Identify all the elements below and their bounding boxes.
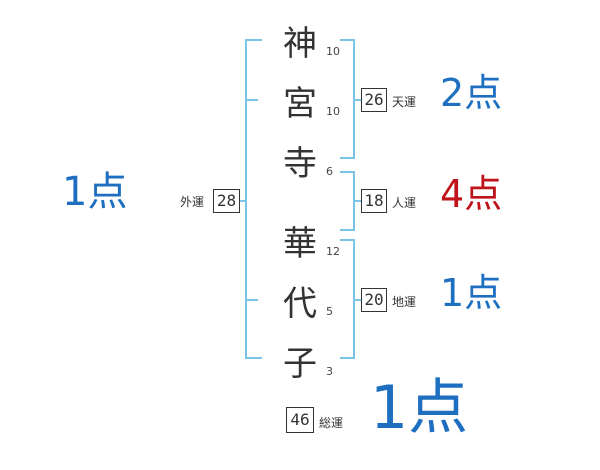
name-char: 子 <box>283 344 317 384</box>
name-char: 寺 <box>283 144 317 184</box>
soukaku-label: 総運 <box>319 416 344 430</box>
soukaku-score: 1点 <box>370 373 469 443</box>
stroke-count: 12 <box>326 245 340 258</box>
tenkaku-score: 2点 <box>440 71 503 115</box>
jinkaku-value-box: 18 <box>361 189 387 213</box>
gaikaku-value-box: 28 <box>213 189 240 213</box>
name-char: 宮 <box>283 84 317 124</box>
tenkaku-label: 天運 <box>392 95 417 109</box>
stroke-count: 5 <box>326 305 333 318</box>
gaikaku-label: 外運 <box>180 195 205 209</box>
gaikaku-score: 1点 <box>62 169 128 215</box>
jinkaku-bracket <box>340 171 355 231</box>
stroke-count: 6 <box>326 165 333 178</box>
stroke-count: 10 <box>326 45 340 58</box>
chikaku-value-box: 20 <box>361 288 387 312</box>
name-char: 神 <box>283 24 317 64</box>
jinkaku-score: 4点 <box>440 172 503 216</box>
gaikaku-bracket <box>245 39 262 359</box>
stroke-count: 10 <box>326 105 340 118</box>
name-char: 代 <box>283 284 317 324</box>
stroke-count: 3 <box>326 365 333 378</box>
name-char: 華 <box>283 224 317 264</box>
chikaku-score: 1点 <box>440 271 503 315</box>
tenkaku-value-box: 26 <box>361 88 387 112</box>
chikaku-label: 地運 <box>392 295 417 309</box>
soukaku-value-box: 46 <box>286 407 314 433</box>
jinkaku-label: 人運 <box>392 196 417 210</box>
